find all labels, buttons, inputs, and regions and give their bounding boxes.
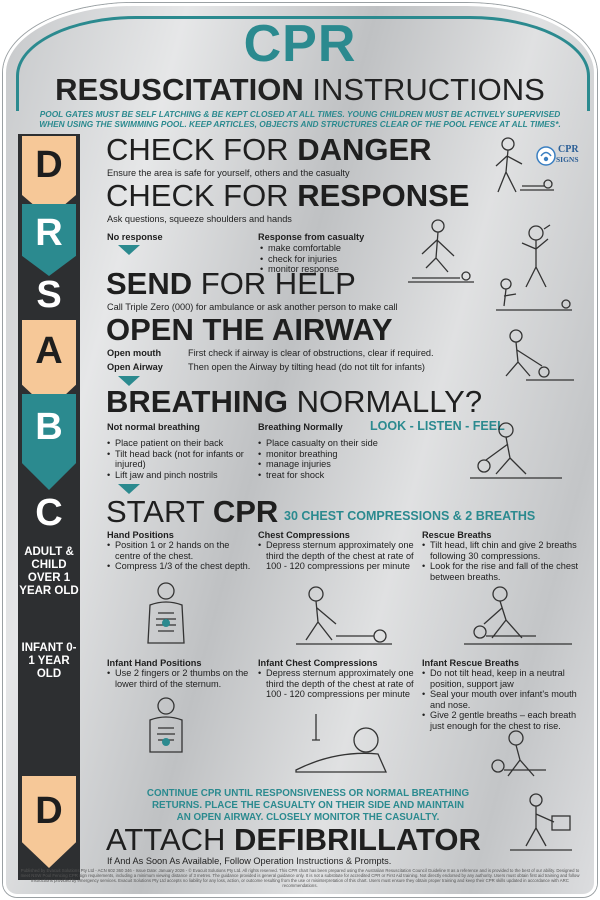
list-item: Do not tilt head, keep in a neutral posi…: [422, 668, 590, 689]
chest-compressions-illustration: [276, 584, 396, 652]
send-desc: Call Triple Zero (000) for ambulance or …: [107, 302, 398, 312]
defib-desc: If And As Soon As Available, Follow Oper…: [107, 856, 392, 866]
chest-compressions-list: Depress sternum approximately one third …: [258, 540, 416, 572]
not-normal-heading: Not normal breathing: [107, 422, 200, 432]
danger-illustration: [476, 132, 556, 202]
cpr-sign: CPR RESUSCITATION INSTRUCTIONS POOL GATE…: [3, 3, 597, 897]
continue-cpr-text: CONTINUE CPR UNTIL RESPONSIVENESS OR NOR…: [146, 788, 470, 823]
list-item: Compress 1/3 of the chest depth.: [107, 561, 252, 572]
send-illustration: [476, 276, 576, 316]
open-airway-text: Then open the Airway by tilting head (do…: [188, 362, 425, 372]
response-yes-list: make comfortable check for injuries moni…: [260, 243, 390, 275]
compression-ratio: 30 CHEST COMPRESSIONS & 2 BREATHS: [284, 509, 536, 523]
list-item: Place patient on their back: [107, 438, 252, 449]
cpr-heading: START CPR: [106, 494, 279, 529]
list-item: monitor response: [260, 264, 390, 275]
list-item: Seal your mouth over infant's mouth and …: [422, 689, 590, 710]
defib-heading: ATTACH DEFIBRILLATOR: [106, 822, 481, 857]
breathing-normally-list: Place casualty on their side monitor bre…: [258, 438, 398, 480]
list-item: Tilt head back (not for infants or injur…: [107, 449, 252, 470]
danger-heading: CHECK FOR DANGER: [106, 132, 432, 167]
no-response-arrow: [118, 245, 140, 255]
breathing-arrow: [118, 484, 140, 494]
chest-compressions-heading: Chest Compressions: [258, 530, 350, 540]
infant-chest-compressions-heading: Infant Chest Compressions: [258, 658, 378, 668]
list-item: manage injuries: [258, 459, 398, 470]
response-illustration-1: [404, 216, 476, 296]
list-item: Position 1 or 2 hands on the centre of t…: [107, 540, 252, 561]
breathing-illustration: [466, 416, 566, 486]
infant-rescue-breaths-list: Do not tilt head, keep in a neutral posi…: [422, 668, 590, 731]
list-item: monitor breathing: [258, 449, 398, 460]
not-normal-list: Place patient on their back Tilt head ba…: [107, 438, 252, 480]
danger-desc: Ensure the area is safe for yourself, ot…: [107, 168, 350, 178]
open-mouth-label: Open mouth: [107, 348, 162, 358]
list-item: Look for the rise and fall of the chest …: [422, 561, 590, 582]
list-item: Depress sternum approximately one third …: [258, 668, 416, 700]
list-item: check for injuries: [260, 254, 390, 265]
list-item: Place casualty on their side: [258, 438, 398, 449]
infant-note: INFANT 0- 1 YEAR OLD: [21, 642, 77, 680]
breathing-normally-heading: Breathing Normally: [258, 422, 343, 432]
pool-warning: POOL GATES MUST BE SELF LATCHING & BE KE…: [39, 109, 561, 129]
rescue-breaths-illustration: [456, 582, 576, 652]
page-subtitle: RESUSCITATION INSTRUCTIONS: [55, 72, 545, 107]
response-heading: CHECK FOR RESPONSE: [106, 178, 470, 213]
infant-compressions-illustration: [286, 710, 396, 780]
open-mouth-text: First check if airway is clear of obstru…: [188, 348, 434, 358]
rescue-breaths-list: Tilt head, lift chin and give 2 breaths …: [422, 540, 590, 582]
airway-heading: OPEN THE AIRWAY: [106, 312, 393, 347]
response-yes-heading: Response from casualty: [258, 232, 365, 242]
fine-print: Published by Evacuit Solutions Pty Ltd -…: [20, 868, 580, 888]
list-item: make comfortable: [260, 243, 390, 254]
list-item: Lift jaw and pinch nostrils: [107, 470, 252, 481]
rescue-breaths-heading: Rescue Breaths: [422, 530, 492, 540]
hand-positions-heading: Hand Positions: [107, 530, 174, 540]
breathing-heading: BREATHING NORMALLY?: [106, 384, 483, 419]
send-heading: SEND FOR HELP: [106, 266, 356, 301]
response-illustration-2: [506, 221, 566, 291]
adult-hand-position-illustration: [136, 581, 196, 651]
step-c-cpr: C: [35, 492, 63, 534]
response-desc: Ask questions, squeeze shoulders and han…: [107, 214, 292, 224]
step-r-response: R: [22, 204, 76, 276]
airway-illustration: [496, 326, 576, 386]
list-item: Use 2 fingers or 2 thumbs on the lower t…: [107, 668, 255, 689]
logo-text-signs: SIGNS: [556, 155, 579, 164]
look-listen-feel: LOOK - LISTEN - FEEL: [370, 419, 505, 433]
list-item: treat for shock: [258, 470, 398, 481]
infant-hand-positions-heading: Infant Hand Positions: [107, 658, 202, 668]
page-title: CPR: [243, 15, 357, 73]
infant-rescue-breaths-heading: Infant Rescue Breaths: [422, 658, 520, 668]
logo-text-cpr: CPR: [558, 144, 579, 155]
infant-rescue-breaths-illustration: [476, 726, 566, 782]
open-airway-label: Open Airway: [107, 362, 163, 372]
cpr-signs-logo: CPR SIGNS: [536, 142, 586, 172]
adult-child-note: ADULT & CHILD OVER 1 YEAR OLD: [19, 546, 79, 597]
list-item: Depress sternum approximately one third …: [258, 540, 416, 572]
defib-illustration: [506, 792, 576, 854]
hand-positions-list: Position 1 or 2 hands on the centre of t…: [107, 540, 252, 572]
no-response-label: No response: [107, 232, 163, 242]
airway-arrow: [118, 376, 140, 386]
list-item: Tilt head, lift chin and give 2 breaths …: [422, 540, 590, 561]
infant-hand-positions-list: Use 2 fingers or 2 thumbs on the lower t…: [107, 668, 255, 689]
infant-chest-compressions-list: Depress sternum approximately one third …: [258, 668, 416, 700]
step-s-send: S: [36, 274, 62, 316]
list-item: Give 2 gentle breaths – each breath just…: [422, 710, 590, 731]
infant-hand-position-illustration: [136, 696, 196, 758]
